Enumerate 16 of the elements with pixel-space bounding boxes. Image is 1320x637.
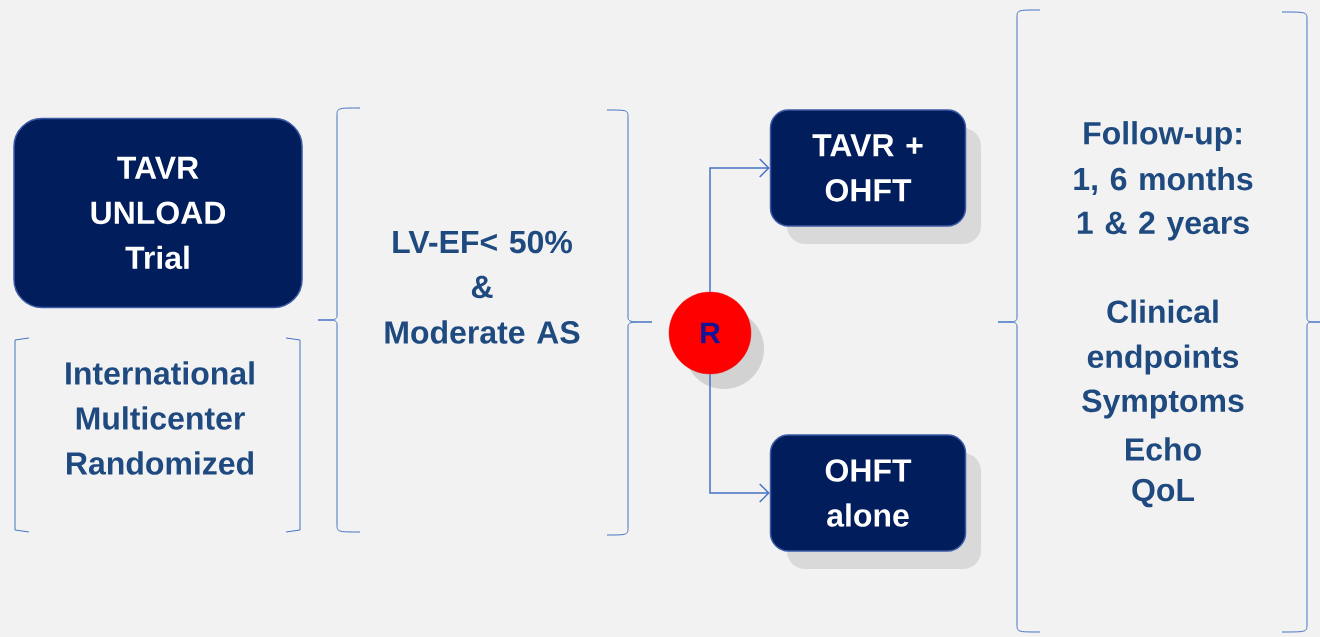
rounded-box: OHFT alone: [769, 434, 967, 552]
label-text: Echo: [1126, 437, 1201, 461]
label-text: 1 & 2 years: [1077, 211, 1249, 241]
label-text: Moderate AS: [385, 320, 580, 344]
label-text: &: [471, 275, 493, 299]
label-text: 1, 6 months: [1074, 166, 1253, 196]
label-text: QoL: [1132, 478, 1194, 508]
label-text: LV-EF< 50%: [393, 230, 572, 254]
label-text: International Multicenter Randomized: [66, 361, 254, 475]
arrow: [709, 373, 770, 503]
label-text: Clinical endpoints: [1087, 299, 1239, 375]
rounded-box: TAVR UNLOAD Trial: [13, 117, 303, 309]
label-text: Follow-up:: [1084, 121, 1241, 151]
label-text: Symptoms: [1082, 389, 1244, 419]
arrow: [709, 158, 770, 293]
rounded-box: TAVR + OHFT: [769, 109, 967, 227]
